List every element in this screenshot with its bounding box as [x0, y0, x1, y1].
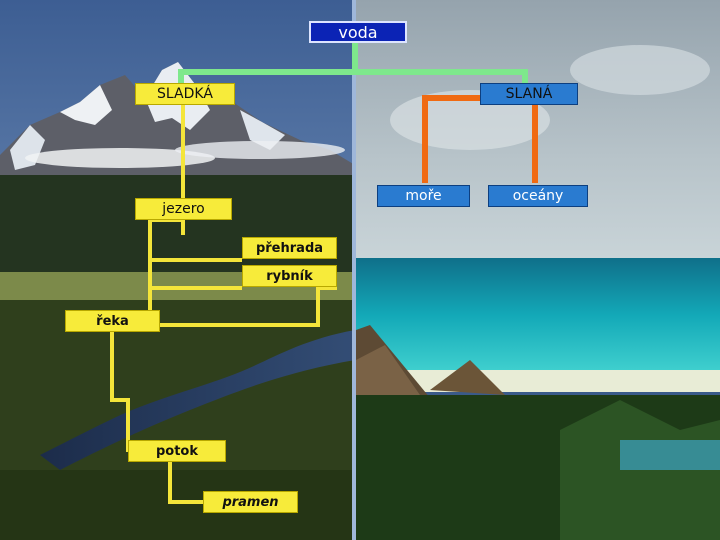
node-reservoir: přehrada	[242, 237, 337, 259]
lake-to-river-connector	[148, 218, 185, 310]
stream-to-spring-connector	[168, 460, 205, 504]
node-sea: moře	[377, 185, 470, 207]
connector-lines	[110, 42, 538, 504]
pond-to-river-connector	[130, 286, 337, 327]
root-connector	[178, 42, 528, 85]
river-to-stream-connector	[110, 330, 130, 452]
node-pond: rybník	[242, 265, 337, 287]
node-lake: jezero	[135, 198, 232, 220]
node-fresh-water: SLADKÁ	[135, 83, 235, 105]
node-spring: pramen	[203, 491, 298, 513]
node-salt-water: SLANÁ	[480, 83, 578, 105]
node-stream: potok	[128, 440, 226, 462]
node-river: řeka	[65, 310, 160, 332]
photo-divider	[352, 0, 356, 540]
reservoir-pond-connector	[150, 258, 242, 290]
node-root: voda	[309, 21, 407, 43]
tropical-beach-photo	[356, 0, 720, 540]
node-oceans: oceány	[488, 185, 588, 207]
